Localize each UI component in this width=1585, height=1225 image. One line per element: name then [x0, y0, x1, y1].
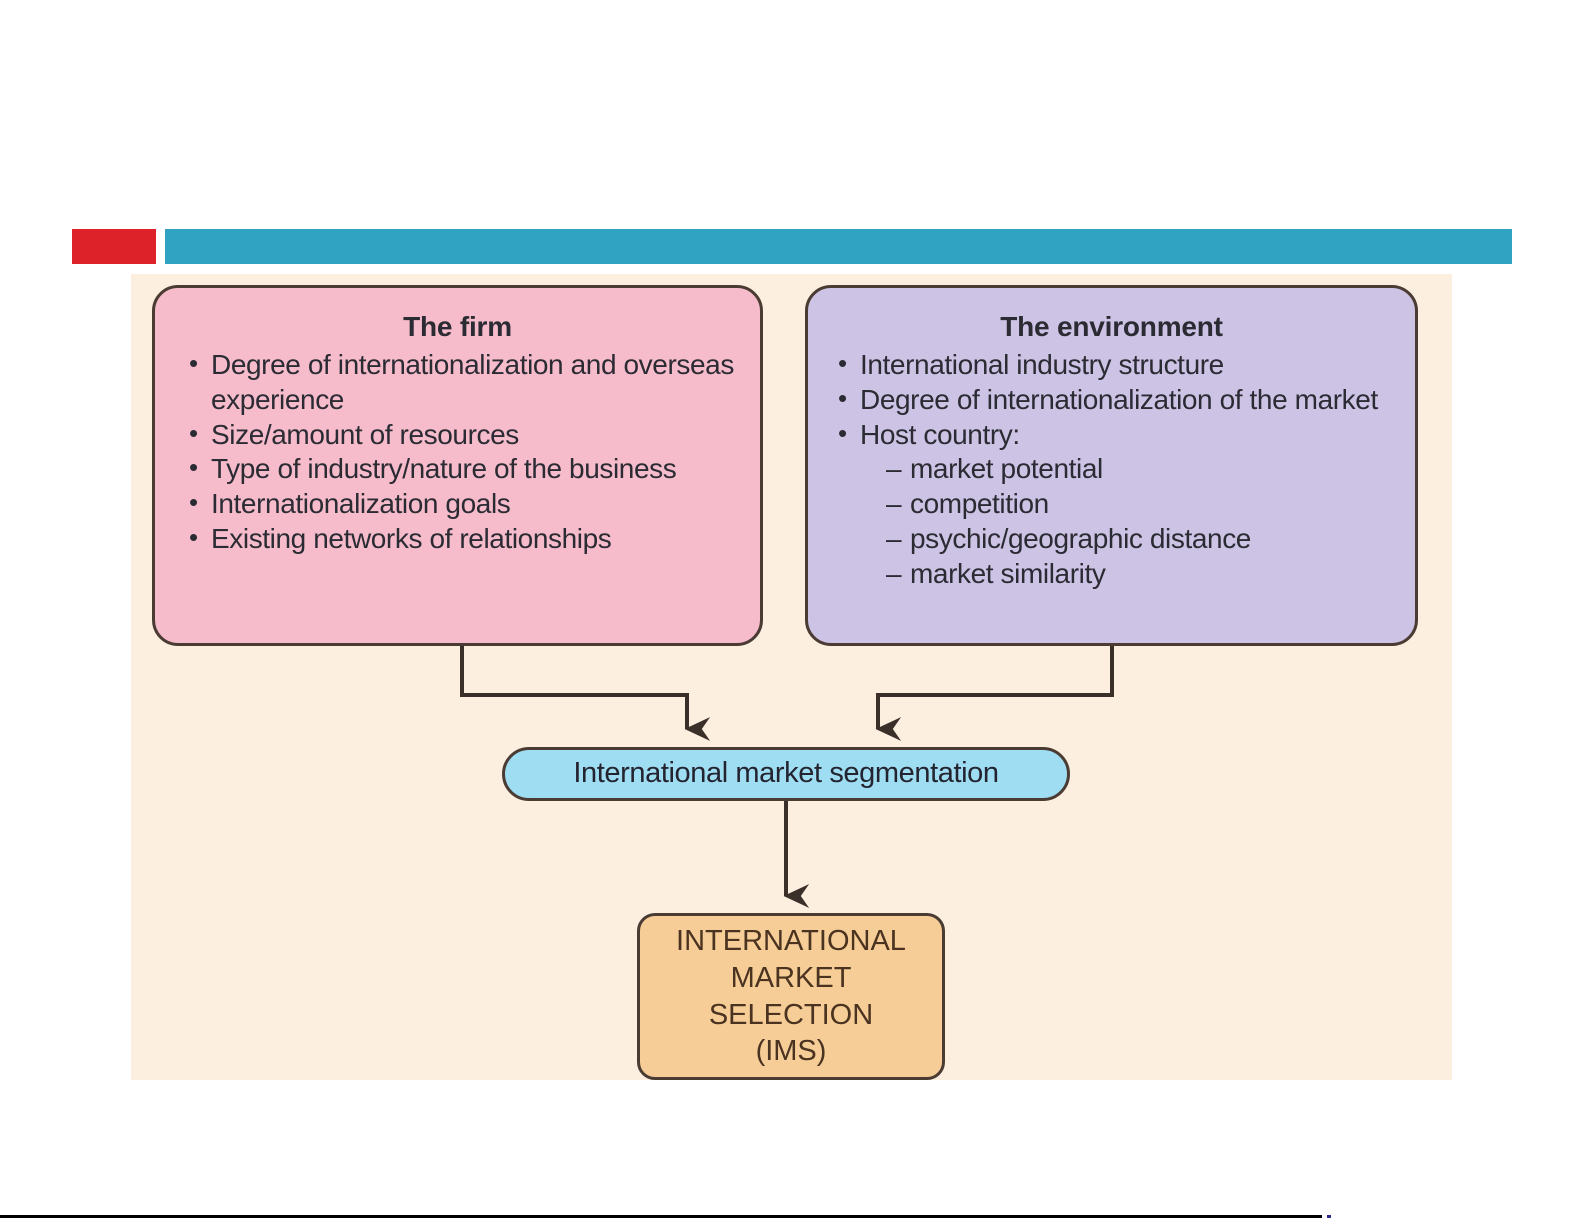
node-ims-line: MARKET — [730, 961, 852, 994]
list-item: Host country: market potential competiti… — [838, 417, 1405, 592]
node-international-market-segmentation-label: International market segmentation — [573, 756, 999, 789]
sub-list-item: competition — [886, 487, 1405, 522]
node-the-environment-title: The environment — [1000, 311, 1223, 342]
node-ims-line: INTERNATIONAL — [676, 925, 906, 958]
list-item: Existing networks of relationships — [189, 521, 750, 557]
list-item: Size/amount of resources — [189, 417, 750, 453]
footer-divider — [0, 1215, 1322, 1218]
sub-list-item: psychic/geographic distance — [886, 522, 1405, 557]
list-item: Degree of internationalization and overs… — [189, 347, 750, 417]
node-ims-line: SELECTION — [708, 998, 874, 1031]
node-international-market-segmentation[interactable]: International market segmentation — [502, 747, 1070, 801]
sub-list-item: market potential — [886, 452, 1405, 487]
node-the-firm-bullet-list: Degree of internationalization and overs… — [155, 347, 760, 557]
footer-divider-end-dot — [1327, 1215, 1331, 1218]
node-the-environment[interactable]: The environment International industry s… — [805, 285, 1418, 646]
list-item: Type of industry/nature of the business — [189, 451, 750, 487]
node-the-firm[interactable]: The firm Degree of internationalization … — [152, 285, 763, 646]
header-accent-teal-bar — [165, 229, 1512, 264]
list-item: International industry structure — [838, 347, 1405, 383]
list-item-label: Host country: — [860, 418, 1020, 450]
list-item: Internationalization goals — [189, 486, 750, 522]
header-accent-red-block — [72, 229, 156, 264]
node-the-environment-sub-list: market potential competition psychic/geo… — [860, 452, 1405, 591]
node-ims-line: (IMS) — [755, 1035, 827, 1068]
node-the-environment-bullet-list: International industry structure Degree … — [808, 347, 1415, 592]
node-international-market-selection[interactable]: INTERNATIONAL MARKET SELECTION (IMS) — [637, 913, 945, 1080]
list-item: Degree of internationalization of the ma… — [838, 382, 1405, 418]
diagram-canvas: The firm Degree of internationalization … — [131, 274, 1452, 1080]
sub-list-item: market similarity — [886, 557, 1405, 592]
node-the-firm-title: The firm — [403, 311, 512, 342]
